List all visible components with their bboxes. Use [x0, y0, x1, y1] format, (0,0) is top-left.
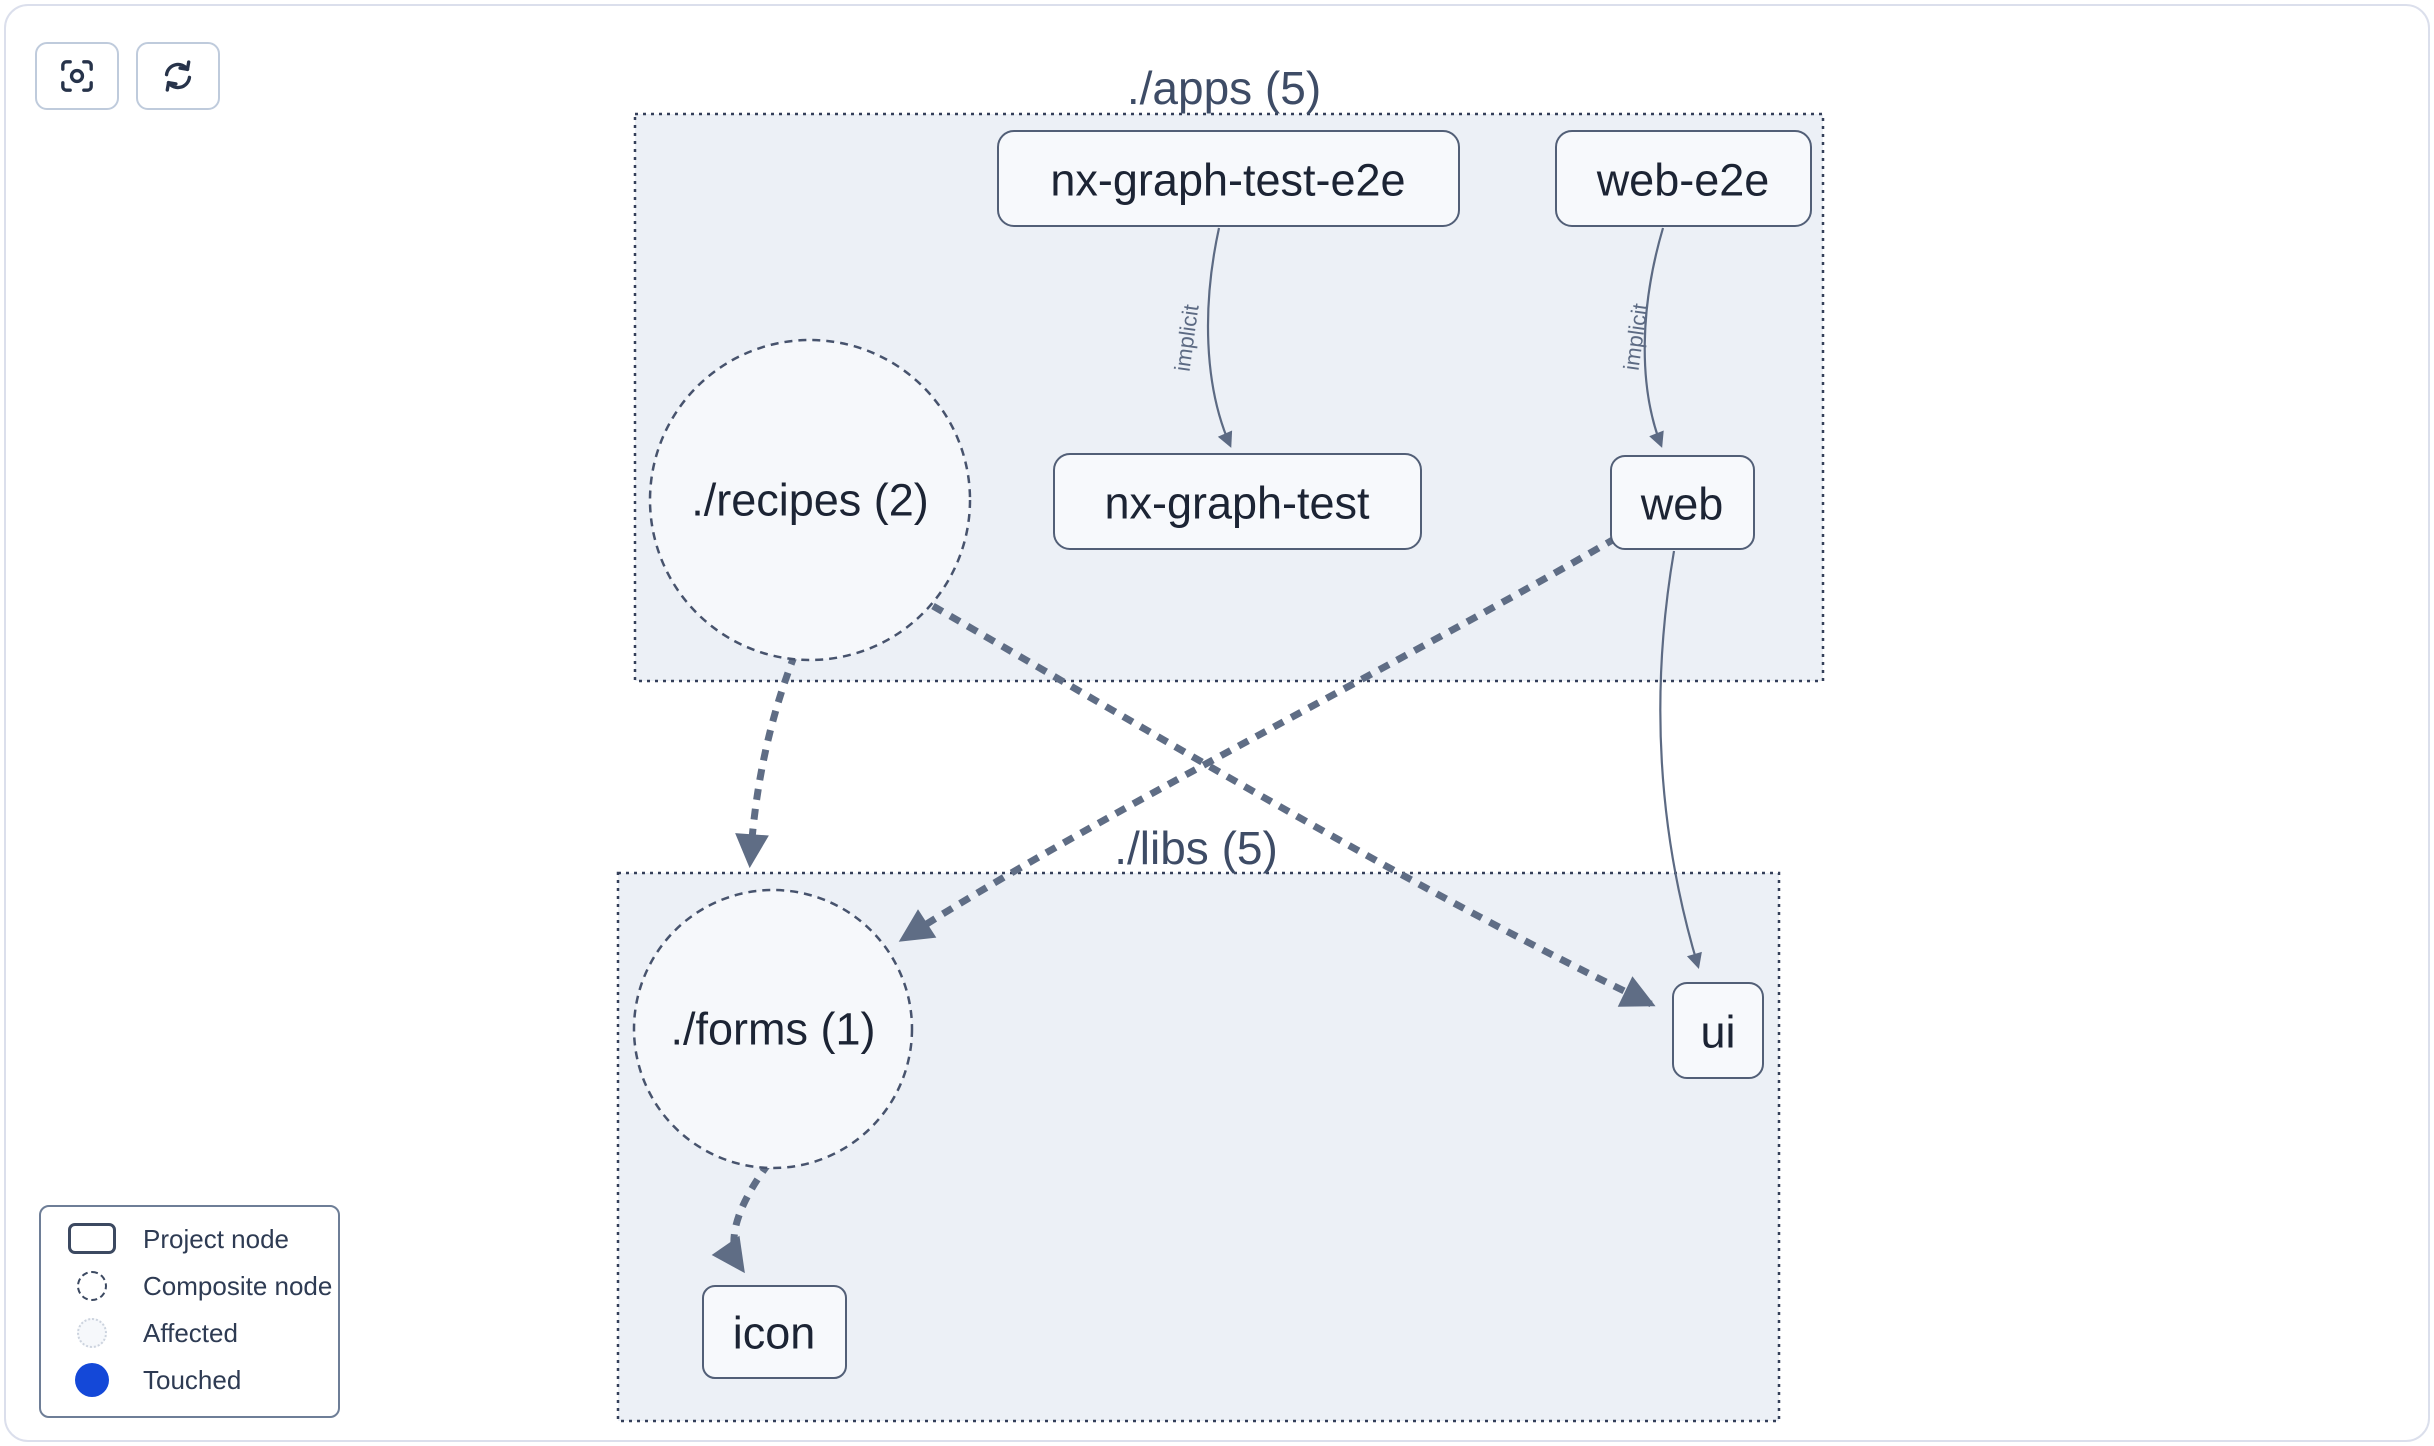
project-node-nx-graph-test-e2e-label: nx-graph-test-e2e: [1050, 155, 1405, 206]
composite-node-forms-label: ./forms (1): [670, 1004, 875, 1055]
legend-label: Touched: [143, 1364, 242, 1395]
edge-forms-to-icon: [711, 1160, 772, 1274]
composite-node-recipes[interactable]: ./recipes (2): [648, 338, 972, 662]
edge-web-to-ui: [1659, 550, 1702, 969]
project-node-icon-label: icon: [733, 1308, 816, 1359]
edge-web-e2e-to-web: [1643, 227, 1665, 448]
composite-node-recipes-label: ./recipes (2): [691, 475, 929, 526]
affected-swatch-icon: [77, 1317, 107, 1348]
project-node-icon[interactable]: icon: [702, 1285, 847, 1379]
legend-label: Composite node: [143, 1270, 333, 1301]
project-node-ui[interactable]: ui: [1672, 982, 1764, 1079]
legend-item-project-node: Project node: [41, 1215, 338, 1262]
group-title-libs: ./libs (5): [1114, 822, 1278, 874]
legend-panel: Project node Composite node Affected Tou…: [39, 1205, 340, 1418]
edge-web-to-forms: [898, 534, 1618, 942]
graph-canvas-card: ./apps (5) ./libs (5) implicit implicit …: [4, 4, 2430, 1442]
refresh-icon: [164, 60, 192, 92]
edge-nx-graph-test-e2e-to-nx-graph-test: [1206, 227, 1233, 448]
edge-recipes-to-forms: [735, 652, 799, 869]
group-title-apps: ./apps (5): [1127, 62, 1321, 114]
legend-item-affected: Affected: [41, 1309, 338, 1356]
project-node-web-e2e-label: web-e2e: [1596, 155, 1770, 206]
refresh-graph-button[interactable]: [136, 42, 220, 110]
legend-label: Project node: [143, 1223, 289, 1254]
legend-item-touched: Touched: [41, 1356, 338, 1403]
project-node-web-e2e[interactable]: web-e2e: [1555, 130, 1812, 227]
edge-recipes-to-ui: [931, 602, 1656, 1008]
focus-graph-button[interactable]: [35, 42, 119, 110]
project-node-nx-graph-test-label: nx-graph-test: [1104, 478, 1370, 529]
project-node-swatch-icon: [68, 1223, 116, 1254]
legend-label: Affected: [143, 1317, 238, 1348]
project-node-ui-label: ui: [1700, 1007, 1735, 1058]
project-node-nx-graph-test[interactable]: nx-graph-test: [1053, 453, 1422, 550]
legend-item-composite-node: Composite node: [41, 1262, 338, 1309]
project-node-web[interactable]: web: [1610, 455, 1755, 550]
touched-swatch-icon: [75, 1362, 109, 1397]
project-node-nx-graph-test-e2e[interactable]: nx-graph-test-e2e: [997, 130, 1460, 227]
composite-node-forms[interactable]: ./forms (1): [632, 888, 914, 1170]
dependency-graph-svg[interactable]: ./apps (5) ./libs (5) implicit implicit …: [6, 6, 2430, 1442]
project-node-web-label: web: [1640, 479, 1724, 530]
composite-node-swatch-icon: [77, 1270, 107, 1301]
focus-icon: [61, 60, 93, 92]
